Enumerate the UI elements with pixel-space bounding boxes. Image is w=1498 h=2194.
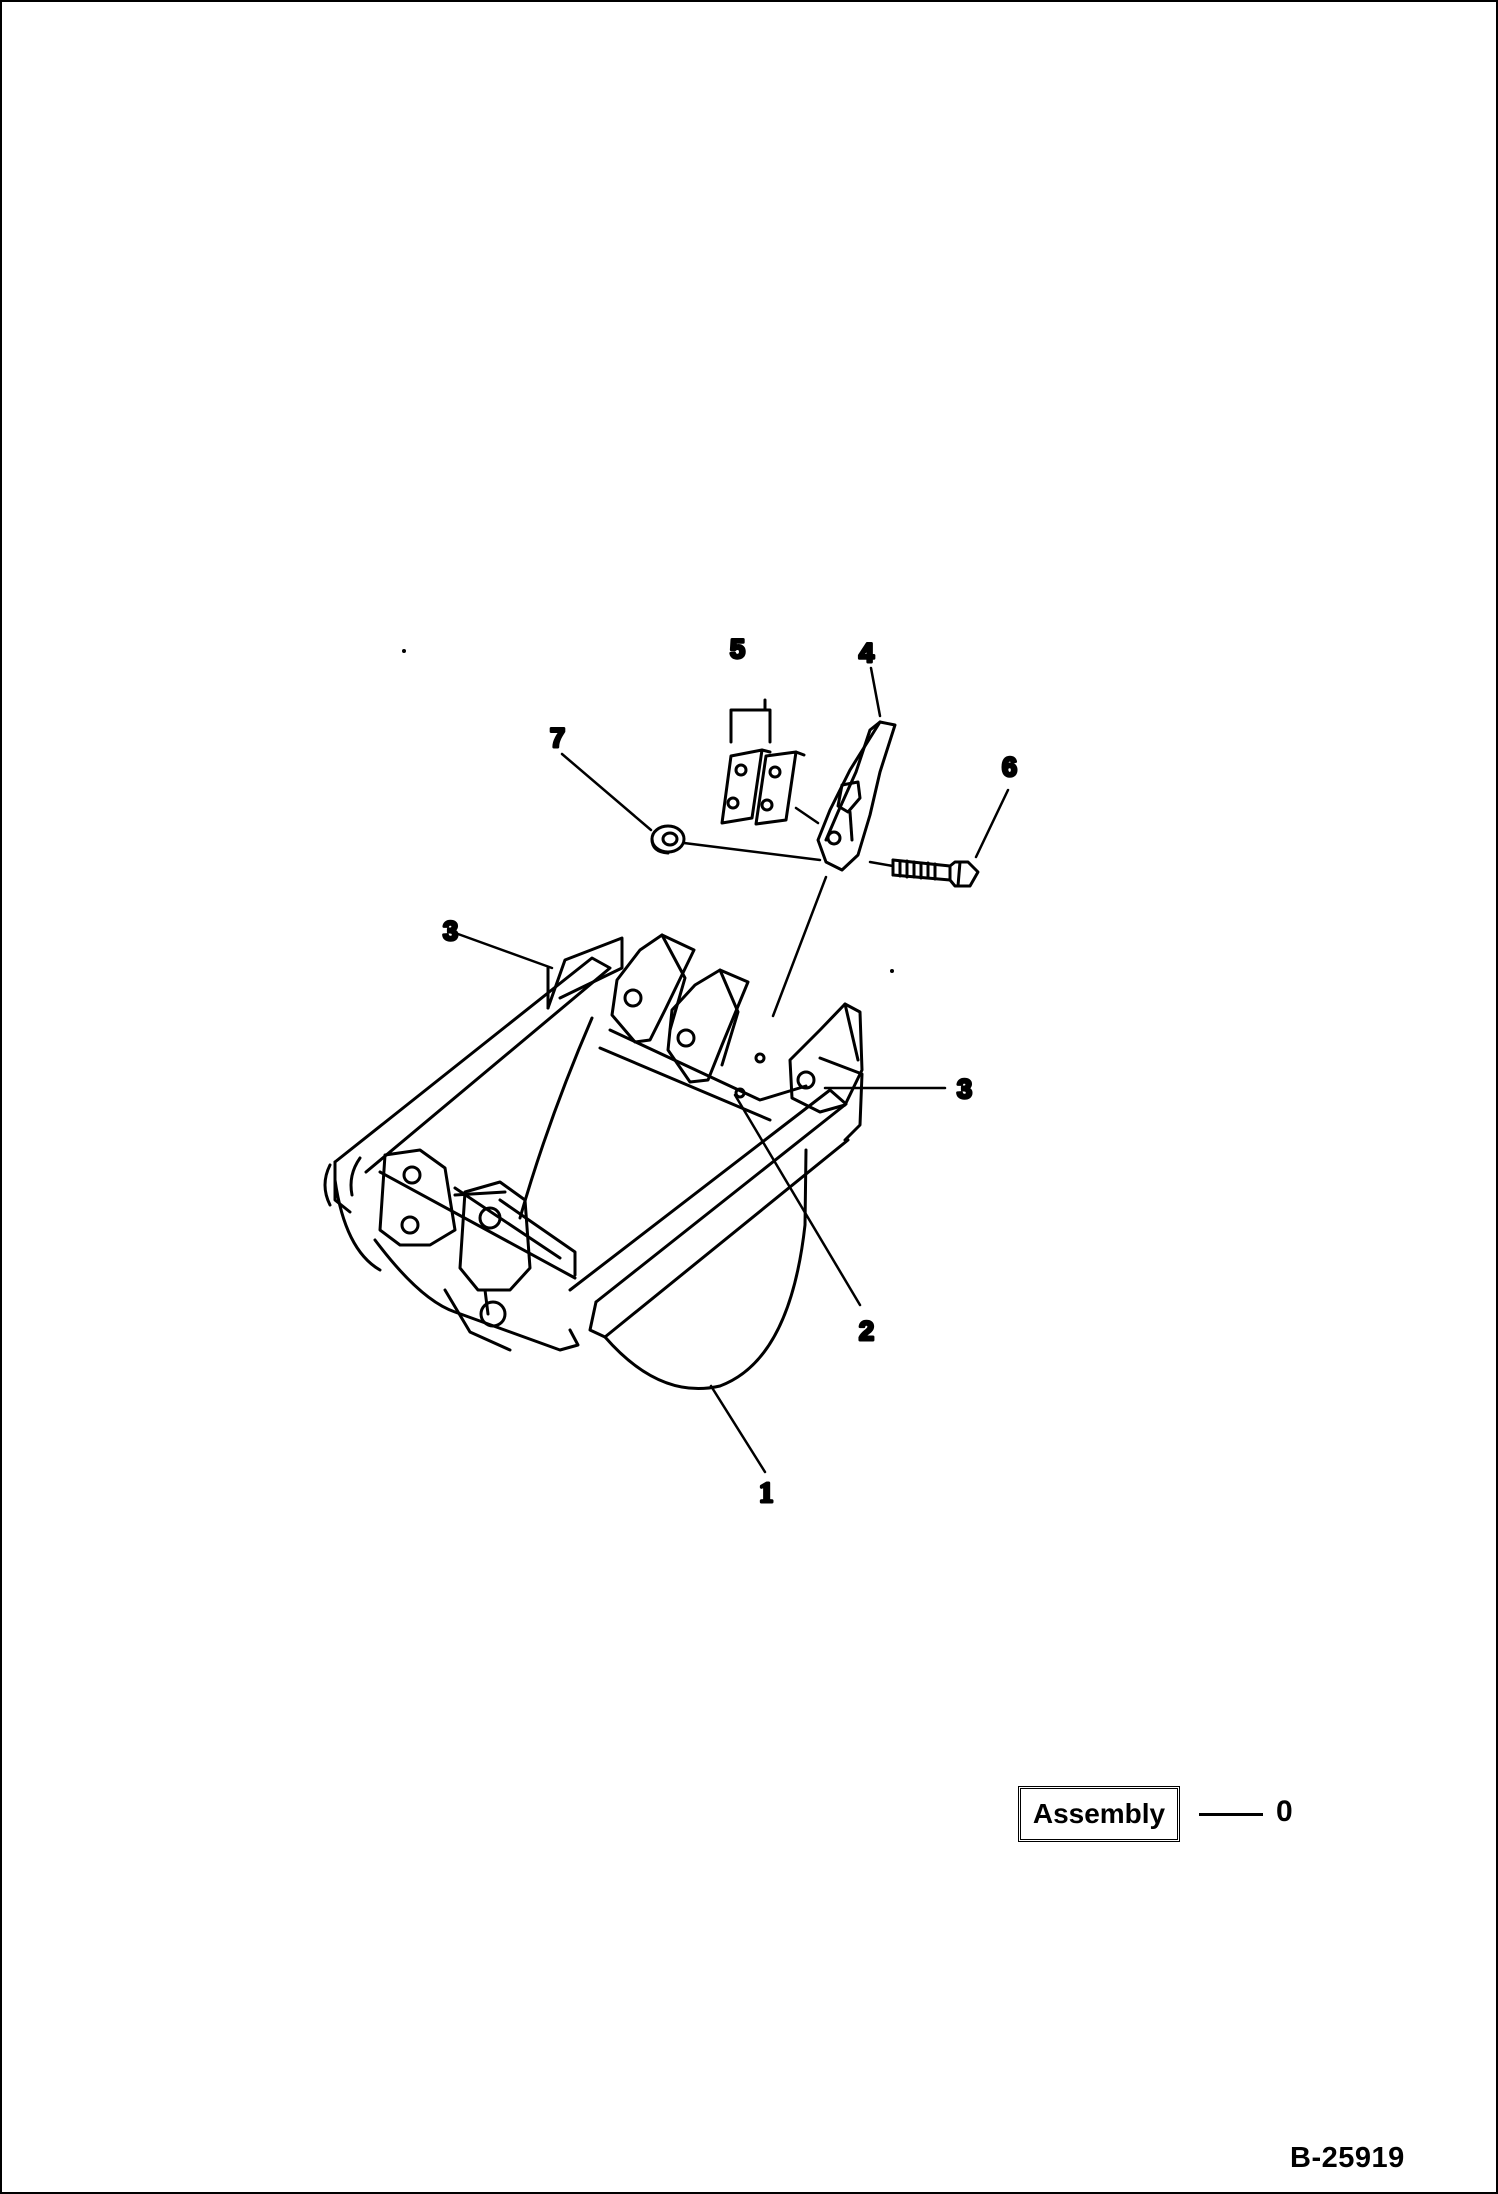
shim-plates — [720, 698, 806, 826]
drawing-number: B-25919 — [1290, 2142, 1405, 2174]
stray-dot — [890, 969, 894, 973]
assembly-value: 0 — [1276, 1795, 1293, 1828]
callout-3-left: 3 — [443, 916, 458, 946]
leader-lines — [456, 666, 1010, 1474]
callout-4: 4 — [859, 638, 874, 668]
bucket-body — [323, 933, 864, 1391]
bolt — [891, 858, 980, 888]
tooth-point — [816, 720, 897, 872]
callout-6: 6 — [1002, 752, 1017, 782]
assembly-connector-line — [1199, 1813, 1263, 1816]
callout-7: 7 — [550, 723, 565, 753]
stray-dot — [402, 649, 406, 653]
nut — [650, 824, 686, 855]
callout-1: 1 — [759, 1477, 774, 1509]
callout-2: 2 — [859, 1316, 874, 1346]
callout-3-right: 3 — [957, 1074, 972, 1104]
assembly-label-box: Assembly — [1018, 1786, 1180, 1842]
assembly-label: Assembly — [1032, 1798, 1166, 1829]
callout-5: 5 — [730, 634, 745, 664]
